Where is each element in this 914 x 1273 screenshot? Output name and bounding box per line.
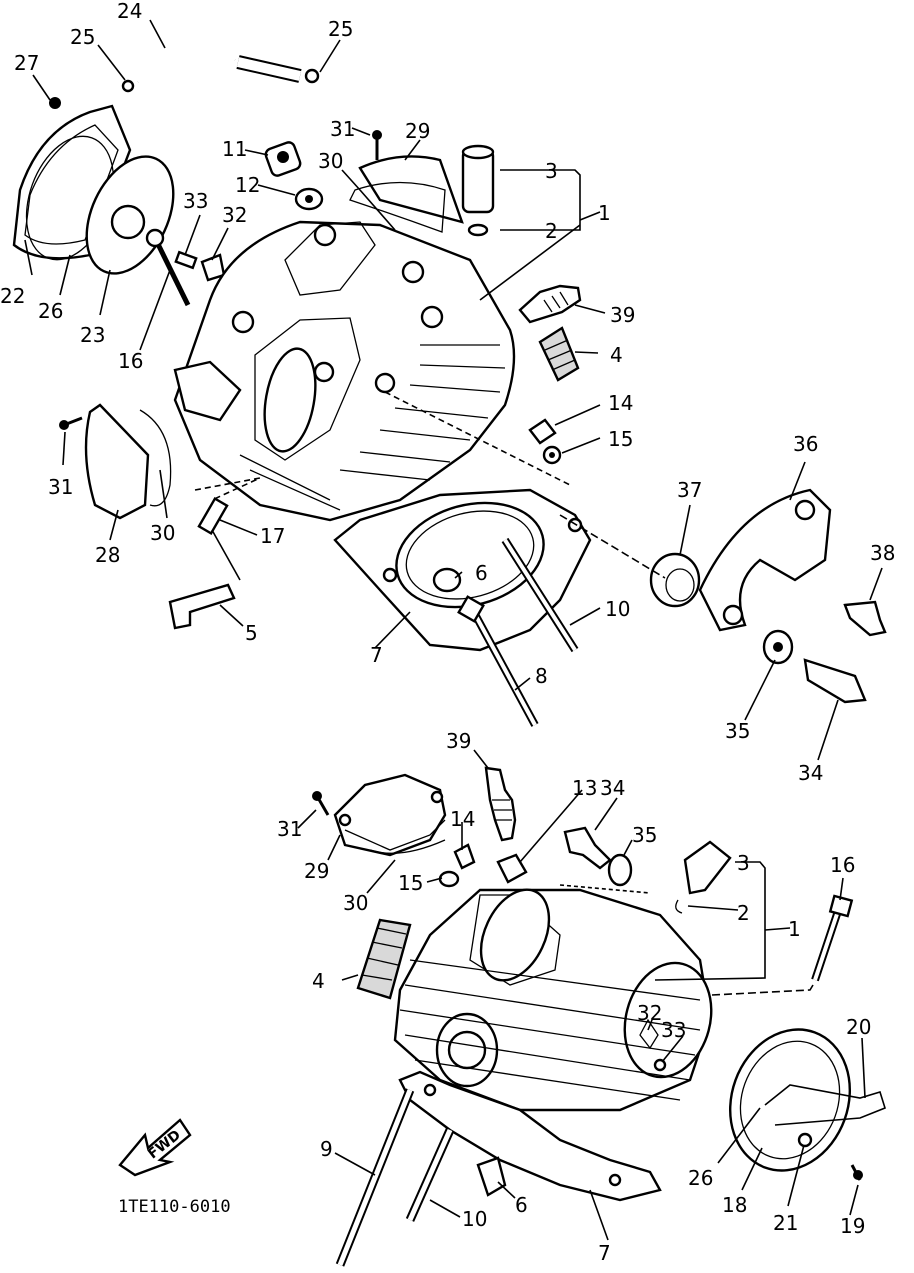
callout-label: 27	[14, 51, 39, 75]
callout-label: 30	[150, 521, 175, 545]
callout-label: 25	[328, 17, 353, 41]
upper-left-bolts	[145, 228, 226, 307]
callout-label: 3	[737, 851, 750, 875]
callout-label: 26	[38, 299, 63, 323]
callout-label: 19	[840, 1214, 865, 1238]
upper-exhaust-flange	[649, 488, 887, 704]
upper-nut-washer	[264, 141, 324, 211]
lower-studs	[335, 1088, 507, 1267]
lower-bolt	[811, 894, 854, 982]
callout-label: 3	[545, 159, 558, 183]
callout-label: 32	[637, 1001, 662, 1025]
lower-valve-guide	[675, 840, 732, 914]
callout-label: 20	[846, 1015, 871, 1039]
callout-label: 34	[798, 761, 823, 785]
callout-label: 26	[688, 1166, 713, 1190]
upper-rocker-cover	[349, 130, 464, 233]
upper-side-cover-small	[59, 403, 172, 520]
callout-label: 2	[545, 219, 558, 243]
callout-label: 30	[318, 149, 343, 173]
callout-label: 15	[608, 427, 633, 451]
lower-valve-spring	[356, 918, 412, 1000]
callout-label: 35	[632, 823, 657, 847]
callout-label: 8	[535, 664, 548, 688]
lower-leader-lines	[297, 749, 866, 1241]
upper-assembly-view: 24 25 25 27 31 29 3 1 11 30 12 2 33 32 2…	[0, 0, 895, 785]
callout-label: 12	[235, 173, 260, 197]
upper-callout-labels: 24 25 25 27 31 29 3 1 11 30 12 2 33 32 2…	[0, 0, 895, 785]
callout-label: 24	[117, 0, 142, 23]
callout-label: 17	[260, 524, 285, 548]
upper-head-gasket	[333, 488, 592, 652]
lower-side-cover	[728, 1028, 886, 1181]
lower-spark-plug	[484, 766, 517, 842]
diagram-code: 1TE110-6010	[118, 1197, 231, 1217]
lower-assembly-view: FWD	[118, 729, 886, 1267]
lower-nuts	[438, 843, 528, 888]
callout-label: 1	[788, 917, 801, 941]
callout-label: 10	[462, 1207, 487, 1231]
callout-label: 32	[222, 203, 247, 227]
callout-label: 10	[605, 597, 630, 621]
callout-label: 39	[446, 729, 471, 753]
callout-label: 16	[118, 349, 143, 373]
callout-label: 37	[677, 478, 702, 502]
callout-label: 28	[95, 543, 120, 567]
lower-rocker-cover	[312, 773, 447, 857]
callout-label: 31	[277, 817, 302, 841]
upper-leader-lines	[24, 19, 883, 761]
callout-label: 18	[722, 1193, 747, 1217]
upper-spark-plug	[518, 284, 582, 465]
callout-label: 33	[183, 189, 208, 213]
lower-bolt-washer	[563, 826, 633, 887]
callout-label: 34	[600, 776, 625, 800]
fwd-arrow: FWD	[118, 1118, 192, 1177]
callout-label: 7	[370, 643, 383, 667]
upper-dowel-pipe	[168, 497, 236, 630]
callout-label: 23	[80, 323, 105, 347]
callout-label: 1	[598, 201, 611, 225]
callout-label: 9	[320, 1137, 333, 1161]
callout-label: 39	[610, 303, 635, 327]
callout-label: 11	[222, 137, 247, 161]
callout-label: 21	[773, 1211, 798, 1235]
callout-label: 5	[245, 621, 258, 645]
callout-label: 31	[48, 475, 73, 499]
callout-label: 6	[515, 1193, 528, 1217]
callout-label: 31	[330, 117, 355, 141]
callout-label: 4	[312, 969, 325, 993]
callout-label: 33	[661, 1018, 686, 1042]
lower-head-gasket	[398, 1070, 662, 1202]
callout-label: 13	[572, 776, 597, 800]
callout-label: 14	[450, 807, 475, 831]
lower-callout-labels: 39 13 31 14 34 35 3 29 16 15 2 1 30 4 20…	[277, 729, 871, 1265]
upper-studs	[457, 537, 579, 727]
callout-label: 2	[737, 901, 750, 925]
callout-label: 6	[475, 561, 488, 585]
callout-label: 22	[0, 284, 25, 308]
callout-label: 35	[725, 719, 750, 743]
callout-label: 25	[70, 25, 95, 49]
callout-label: 38	[870, 541, 895, 565]
upper-cylinder-head	[173, 220, 516, 522]
callout-label: 36	[793, 432, 818, 456]
upper-valve-guide	[461, 144, 495, 237]
breather-hose	[121, 43, 320, 93]
callout-label: 15	[398, 871, 423, 895]
callout-label: 30	[343, 891, 368, 915]
callout-label: 4	[610, 343, 623, 367]
callout-label: 16	[830, 853, 855, 877]
lower-cylinder-head	[393, 888, 713, 1112]
callout-label: 29	[304, 859, 329, 883]
callout-label: 29	[405, 119, 430, 143]
callout-label: 7	[598, 1241, 611, 1265]
callout-label: 14	[608, 391, 633, 415]
